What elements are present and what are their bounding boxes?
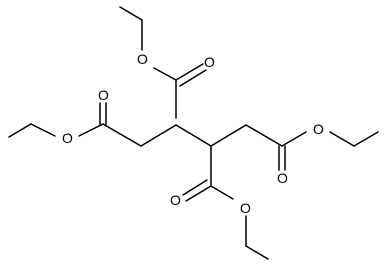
left-ethyl-ch2-o-bond [30, 123, 56, 137]
top-carbonyl-oxygen-label: O [204, 54, 215, 70]
bottom-carbonyl-double-bond-a [185, 185, 212, 202]
left-carbonyl-oxygen-label: O [98, 87, 109, 103]
top-o-carbonyl-bond [153, 67, 177, 81]
left-o-carbonyl-bond [78, 123, 104, 137]
top-ethyl-ch3-bond [119, 6, 143, 21]
right-ch-to-ch2-bond [210, 124, 247, 147]
top-ester-oxygen-label: O [137, 51, 148, 67]
left-ester-oxygen-label: O [62, 130, 73, 146]
right-ethyl-ch3-bond [353, 131, 379, 147]
bottom-ester-group [182, 145, 269, 260]
right-ester-group [210, 124, 379, 171]
top-ester-group [119, 6, 207, 119]
right-ester-oxygen-label: O [313, 121, 324, 137]
top-carbonyl-double-bond-b [179, 69, 207, 87]
right-o-ethyl-ch2-bond [329, 131, 355, 147]
central-ch-ch-bond [175, 124, 212, 147]
bottom-ethyl-ch3-bond [245, 245, 269, 260]
right-carbonyl-o-bond [281, 131, 307, 147]
left-carbonyl-to-ch2-bond [102, 123, 142, 147]
right-carbonyl-oxygen-label: O [277, 170, 288, 186]
left-ch2-to-ch-bond [140, 124, 177, 147]
left-ethyl-ch3-bond [8, 123, 32, 138]
bottom-ester-oxygen-label: O [240, 200, 251, 216]
bottom-carbonyl-oxygen-label: O [170, 192, 181, 208]
bottom-carbonyl-double-bond-b [182, 179, 208, 196]
top-carbonyl-double-bond-a [175, 63, 204, 81]
left-ester-group [8, 102, 177, 147]
bottom-carbonyl-o-bond [210, 185, 234, 200]
right-ch2-to-carbonyl-bond [245, 124, 283, 147]
